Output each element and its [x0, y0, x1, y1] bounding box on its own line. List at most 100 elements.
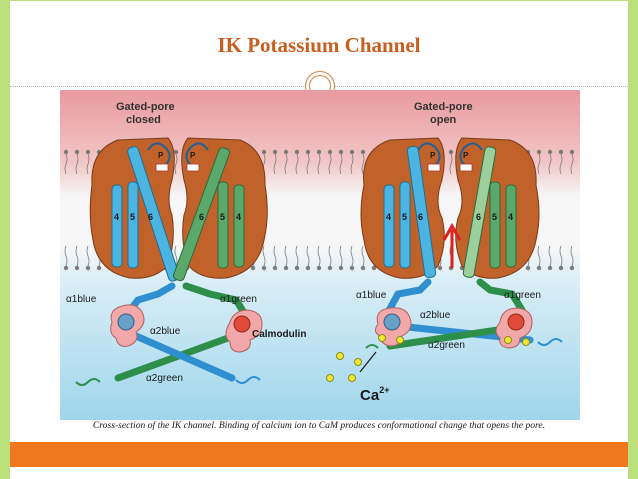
label-a2green: α2green — [146, 373, 183, 384]
lipid-tail — [559, 153, 563, 175]
lipid-head — [85, 265, 91, 271]
left-green-border — [0, 0, 10, 479]
slide-title: IK Potassium Channel — [217, 33, 421, 57]
ion-flow-arrow-icon — [442, 222, 462, 268]
lipid-tail — [361, 153, 365, 175]
lipid-head — [305, 149, 311, 155]
open-helix-5-left — [399, 181, 411, 269]
figure-caption: Cross-section of the IK channel. Binding… — [92, 420, 546, 431]
label-a2blue: α2blue — [150, 326, 181, 337]
lipid-tail — [75, 153, 79, 175]
open-pore-label-right: P — [463, 151, 469, 160]
lipid-tail — [174, 153, 178, 175]
closed-helix-4-left — [111, 184, 123, 268]
lipid-tail — [449, 153, 453, 175]
lipid-tail — [273, 153, 277, 175]
lipid-head — [558, 265, 564, 271]
closed-linker-green — [182, 282, 250, 320]
footer-bar — [10, 442, 628, 467]
lipid-tail — [317, 245, 321, 267]
lipid-head — [360, 149, 366, 155]
open-calmodulin-left — [374, 307, 412, 347]
lipid-head — [437, 265, 443, 271]
lipid-head — [305, 265, 311, 271]
open-helix-5-right — [489, 181, 501, 269]
open-filter-loop-left — [417, 142, 441, 167]
label-a1blue-open: α1blue — [356, 290, 387, 301]
lipid-tail — [86, 153, 90, 175]
label-a2green-open: α2green — [428, 340, 465, 351]
lipid-tail — [570, 153, 574, 175]
lipid-head — [558, 149, 564, 155]
closed-helix-6-left — [127, 146, 180, 282]
channel-diagram: P P 4 5 6 6 5 4 Gated-po — [60, 90, 580, 420]
open-tail-right — [537, 338, 563, 346]
open-helix-number: 5 — [492, 212, 497, 222]
lipid-tail — [64, 245, 68, 267]
lipid-tail — [537, 245, 541, 267]
closed-tail-green — [75, 378, 101, 386]
lipid-head — [294, 265, 300, 271]
closed-helix-number: 5 — [220, 212, 225, 222]
open-helix-6-right — [462, 146, 497, 278]
lipid-tail — [284, 153, 288, 175]
lipid-head — [327, 149, 333, 155]
lipid-head — [74, 265, 80, 271]
label-a2blue-open: α2blue — [420, 310, 451, 321]
closed-filter-loop-left — [147, 142, 171, 167]
lipid-tail — [295, 153, 299, 175]
lipid-head — [536, 265, 542, 271]
lipid-head — [360, 265, 366, 271]
lipid-tail — [350, 153, 354, 175]
lipid-tail — [64, 153, 68, 175]
label-a1green-open: α1green — [504, 290, 541, 301]
label-a1blue: α1blue — [66, 294, 97, 305]
closed-calmodulin-left — [110, 304, 145, 347]
closed-helix-6-right — [172, 147, 230, 282]
open-linker-green — [476, 278, 526, 314]
lipid-head — [316, 149, 322, 155]
lipid-head — [371, 265, 377, 271]
lipid-tail — [174, 245, 178, 267]
open-helix-number: 4 — [508, 212, 513, 222]
lipid-head — [272, 149, 278, 155]
lipid-head — [327, 265, 333, 271]
lipid-tail — [284, 245, 288, 267]
lipid-tail — [295, 245, 299, 267]
closed-helix-5-right — [217, 181, 229, 269]
closed-helix-number: 4 — [236, 212, 241, 222]
lipid-head — [525, 265, 531, 271]
lipid-tail — [559, 245, 563, 267]
calcium-label: Ca2+ — [360, 385, 389, 404]
lipid-head — [547, 149, 553, 155]
lipid-head — [283, 149, 289, 155]
closed-helix-number: 4 — [114, 212, 119, 222]
lipid-head — [448, 149, 454, 155]
closed-helix-number: 5 — [130, 212, 135, 222]
lipid-head — [338, 149, 344, 155]
lipid-tail — [570, 245, 574, 267]
open-helix-4-left — [383, 184, 395, 268]
lipid-tail — [273, 245, 277, 267]
open-state-label-line2: open — [430, 114, 457, 126]
lipid-head — [74, 149, 80, 155]
lipid-head — [338, 265, 344, 271]
open-pore-label-left: P — [430, 151, 436, 160]
lipid-tail — [75, 245, 79, 267]
lipid-head — [547, 265, 553, 271]
lipid-tail — [339, 153, 343, 175]
open-helix-number: 5 — [402, 212, 407, 222]
lipid-head — [85, 149, 91, 155]
closed-pore-marker-left — [155, 163, 169, 172]
closed-pore-marker-right — [186, 163, 200, 172]
open-helix-4-right — [505, 184, 517, 268]
lipid-tail — [328, 153, 332, 175]
lipid-head — [294, 149, 300, 155]
open-linker-blue — [384, 278, 432, 316]
lipid-head — [272, 265, 278, 271]
lipid-head — [349, 149, 355, 155]
lipid-tail — [306, 153, 310, 175]
closed-calmodulin-right — [225, 309, 263, 353]
open-state-label-line1: Gated-pore — [414, 101, 473, 113]
lipid-tail — [328, 245, 332, 267]
